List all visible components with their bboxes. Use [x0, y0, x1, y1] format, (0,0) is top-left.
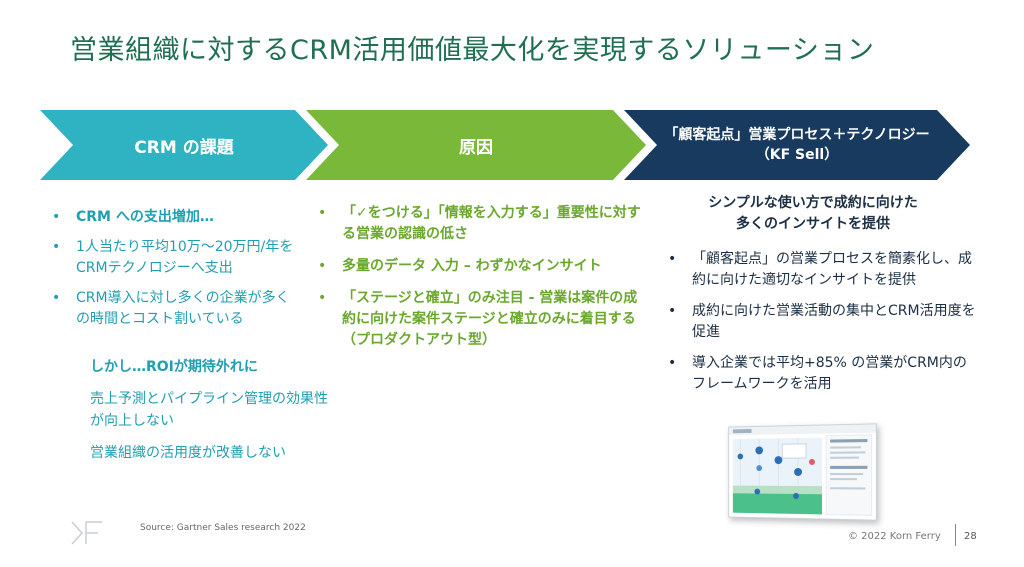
list-item: • 1人当たり平均10万～20万円/年をCRMテクノロジーへ支出 [52, 237, 302, 279]
crm-app-screenshot-icon [728, 423, 877, 520]
list-item: • 「✓をつける」「情報を入力する」重要性に対する営業の認識の低さ [318, 203, 648, 245]
header-arrow-solution: 「顧客起点」営業プロセス＋テクノロジー （KF Sell） [624, 110, 970, 180]
bullet-icon: • [318, 203, 326, 224]
solution-list: • 「顧客起点」の営業プロセスを簡素化し、成約に向けた適切なインサイトを提供 •… [668, 249, 978, 395]
header-arrow-crm-issues: CRM の課題 [40, 110, 328, 180]
bullet-icon: • [668, 353, 676, 374]
solution-intro-line: シンプルな使い方で成約に向けた [668, 193, 958, 214]
page-number: 28 [964, 531, 977, 542]
bullet-icon: • [668, 249, 676, 270]
list-item-text: 1人当たり平均10万～20万円/年をCRMテクノロジーへ支出 [76, 239, 293, 276]
header-arrow-label-line1: 「顧客起点」営業プロセス＋テクノロジー [664, 125, 929, 145]
solution-column: シンプルな使い方で成約に向けた 多くのインサイトを提供 • 「顧客起点」の営業プ… [668, 193, 978, 405]
list-item-text: 導入企業では平均+85% の営業がCRM内のフレームワークを活用 [692, 355, 967, 392]
solution-intro: シンプルな使い方で成約に向けた 多くのインサイトを提供 [668, 193, 978, 235]
list-item-text: 「ステージと確立」のみ注目 - 営業は案件の成約に向けた案件ステージと確立のみに… [342, 290, 637, 348]
roi-line: 営業組織の活用度が改善しない [90, 442, 330, 464]
copyright-text: © 2022 Korn Ferry [848, 531, 941, 542]
list-item: • 「ステージと確立」のみ注目 - 営業は案件の成約に向けた案件ステージと確立の… [318, 288, 648, 351]
list-item: • 多量のデータ 入力 – わずかなインサイト [318, 256, 648, 277]
logo-graphic [70, 518, 110, 548]
bullet-icon: • [668, 301, 676, 322]
bullet-icon: • [52, 207, 60, 228]
list-item: • CRM への支出増加… [52, 207, 302, 228]
roi-heading: しかし…ROIが期待外れに [90, 356, 330, 378]
list-item-text: 多量のデータ 入力 – わずかなインサイト [342, 258, 602, 274]
list-item-text: CRM導入に対し多くの企業が多くの時間とコスト割いている [76, 290, 290, 327]
crm-issues-column: • CRM への支出増加… • 1人当たり平均10万～20万円/年をCRMテクノ… [52, 207, 302, 339]
header-arrow-label: CRM の課題 [134, 133, 233, 158]
page-title: 営業組織に対するCRM活用価値最大化を実現するソリューション [70, 28, 970, 67]
header-arrow-label: 原因 [459, 133, 493, 158]
header-arrow-label-line2: （KF Sell） [756, 145, 838, 165]
bullet-icon: • [52, 237, 60, 258]
bullet-icon: • [318, 288, 326, 309]
list-item-text: CRM への支出増加… [76, 209, 214, 225]
screenshot-graphic [729, 424, 876, 519]
source-note: Source: Gartner Sales research 2022 [140, 523, 306, 533]
solution-intro-line: 多くのインサイトを提供 [668, 214, 958, 235]
header-arrow-causes: 原因 [306, 110, 646, 180]
list-item-text: 「顧客起点」の営業プロセスを簡素化し、成約に向けた適切なインサイトを提供 [692, 251, 972, 288]
list-item-text: 「✓をつける」「情報を入力する」重要性に対する営業の認識の低さ [342, 205, 641, 242]
list-item: • 「顧客起点」の営業プロセスを簡素化し、成約に向けた適切なインサイトを提供 [668, 249, 978, 291]
roi-line: 売上予測とパイプライン管理の効果性が向上しない [90, 388, 330, 432]
list-item: • 導入企業では平均+85% の営業がCRM内のフレームワークを活用 [668, 353, 978, 395]
crm-issues-list: • CRM への支出増加… • 1人当たり平均10万～20万円/年をCRMテクノ… [52, 207, 302, 330]
footer-divider [955, 524, 956, 546]
roi-section: しかし…ROIが期待外れに 売上予測とパイプライン管理の効果性が向上しない 営業… [90, 356, 330, 474]
korn-ferry-logo-icon [70, 518, 110, 548]
causes-list: • 「✓をつける」「情報を入力する」重要性に対する営業の認識の低さ • 多量のデ… [318, 203, 648, 351]
list-item: • 成約に向けた営業活動の集中とCRM活用度を促進 [668, 301, 978, 343]
causes-column: • 「✓をつける」「情報を入力する」重要性に対する営業の認識の低さ • 多量のデ… [318, 203, 648, 362]
list-item-text: 成約に向けた営業活動の集中とCRM活用度を促進 [692, 303, 976, 340]
bullet-icon: • [318, 256, 326, 277]
bullet-icon: • [52, 288, 60, 309]
list-item: • CRM導入に対し多くの企業が多くの時間とコスト割いている [52, 288, 302, 330]
